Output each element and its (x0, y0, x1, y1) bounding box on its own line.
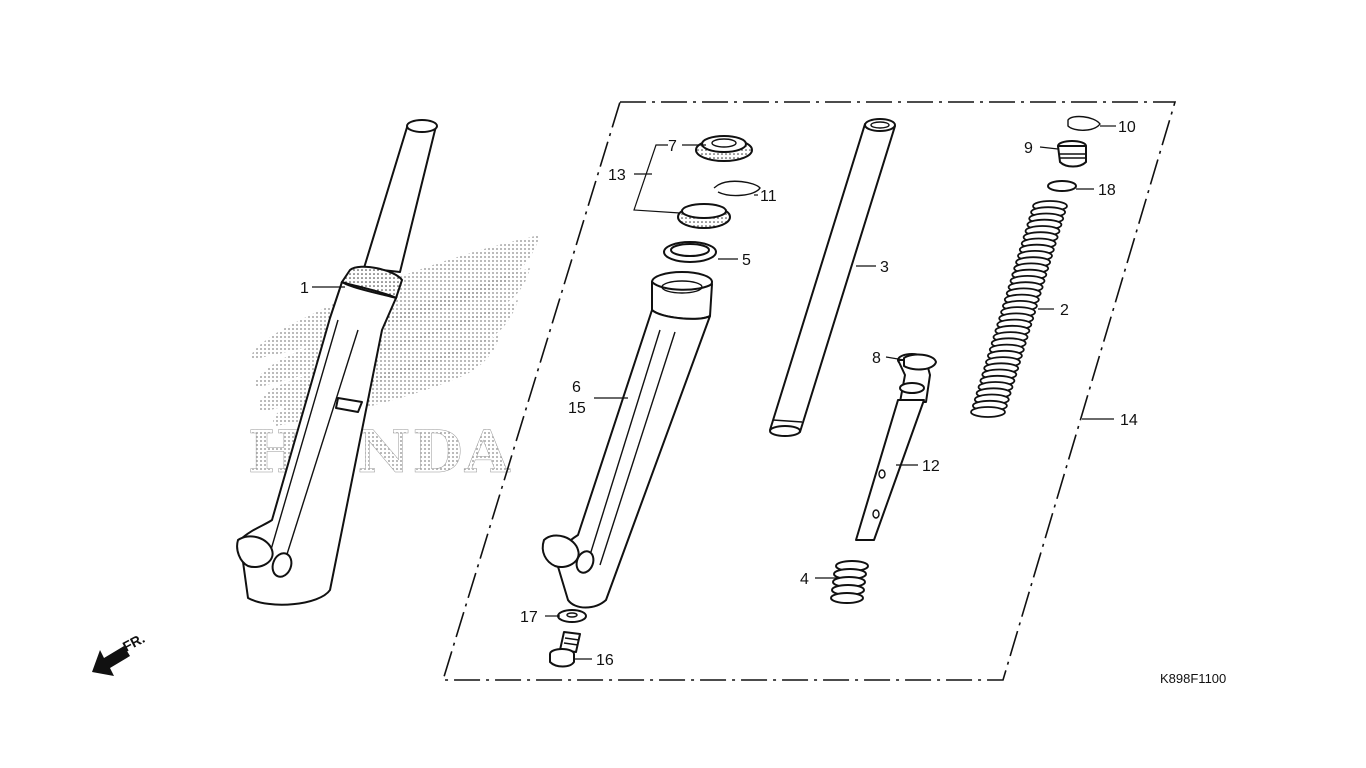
callout-2: 2 (1060, 302, 1069, 319)
assembled-fork-part-1 (236, 119, 438, 606)
fork-bottom-case (541, 271, 713, 609)
callout-9: 9 (1024, 140, 1033, 157)
front-direction-arrow-icon: FR. (92, 630, 147, 676)
rebound-spring-part-4 (830, 560, 869, 604)
o-ring-part-18 (1047, 180, 1077, 192)
callout-16: 16 (596, 652, 614, 669)
callout-3: 3 (880, 259, 889, 276)
spring-coil (970, 406, 1006, 418)
callout-1: 1 (300, 280, 309, 297)
callout-18: 18 (1098, 182, 1116, 199)
callout-15: 15 (568, 400, 586, 417)
callout-11: 11 (760, 188, 777, 205)
callout-12: 12 (922, 458, 940, 475)
piston-part-12 (855, 353, 931, 541)
fork-spring-part-2 (970, 200, 1068, 418)
oil-seal-part-13 (677, 203, 731, 229)
circlip-part-10 (1067, 115, 1101, 131)
callout-8: 8 (872, 350, 881, 367)
drawing-code: K898F1100 (1160, 671, 1226, 686)
assembly-boundary (441, 101, 1177, 681)
callout-labels: 1 2 3 4 5 6 7 8 9 10 11 12 13 14 15 16 1… (300, 119, 1138, 669)
stopper-ring-part-11 (713, 180, 761, 197)
washer-part-5 (663, 241, 717, 263)
callout-4: 4 (800, 571, 809, 588)
dust-seal-part-7 (695, 135, 753, 162)
fork-bolt-cap-part-9 (1057, 140, 1087, 168)
piston-ring-part-8 (903, 353, 937, 371)
callout-17: 17 (520, 609, 538, 626)
sealing-washer-part-17 (557, 609, 587, 623)
callout-7: 7 (668, 138, 677, 155)
leader-lines (312, 125, 1116, 660)
callout-5: 5 (742, 252, 751, 269)
callout-10: 10 (1118, 119, 1136, 136)
callout-13: 13 (608, 167, 626, 184)
callout-14: 14 (1120, 412, 1138, 429)
callout-6: 6 (572, 379, 581, 396)
fork-pipe-part-3 (769, 118, 896, 437)
socket-bolt-part-16 (549, 631, 581, 668)
